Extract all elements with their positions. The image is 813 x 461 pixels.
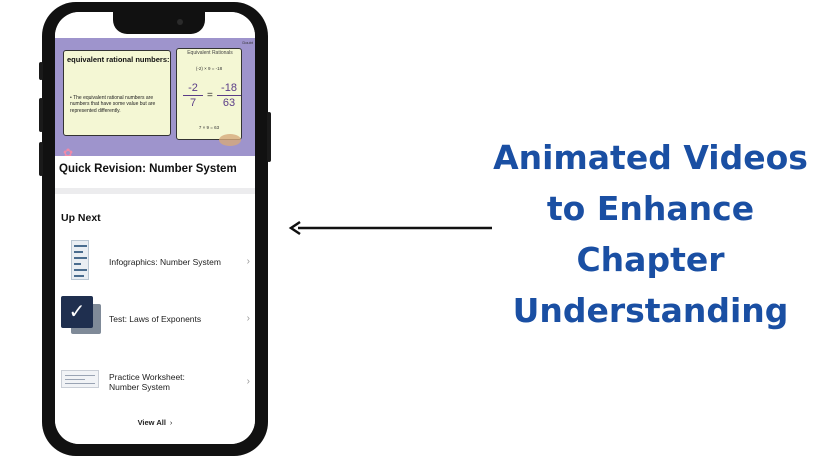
shell-decoration-icon bbox=[219, 134, 241, 146]
example-title: Equivalent Rationals bbox=[187, 50, 233, 56]
up-next-heading: Up Next bbox=[61, 212, 101, 224]
caption-line: Chapter bbox=[576, 240, 725, 279]
caption-line: Understanding bbox=[512, 291, 789, 330]
top-equation: (-2) × 9 = -18 bbox=[195, 66, 223, 71]
chevron-right-icon: › bbox=[246, 256, 250, 267]
definition-text: • The equivalent rational numbers are nu… bbox=[70, 95, 156, 114]
section-divider bbox=[55, 188, 255, 194]
list-item-label: Infographics: Number System bbox=[109, 257, 221, 267]
star-decoration-icon: ✿ bbox=[63, 146, 74, 160]
promo-caption: Animated Videos to Enhance Chapter Under… bbox=[478, 132, 813, 336]
volume-down-button bbox=[39, 142, 43, 176]
bottom-equation: 7 × 9 = 63 bbox=[198, 125, 220, 130]
up-next-section: Up Next Infographics: Number System › ✓ … bbox=[55, 194, 255, 444]
mute-switch bbox=[39, 62, 43, 80]
chevron-right-icon: › bbox=[246, 376, 250, 387]
phone-screen: Doubt equivalent rational numbers: • The… bbox=[55, 12, 255, 444]
video-corner-label: Doubt bbox=[242, 40, 253, 45]
caption-line: to Enhance bbox=[546, 189, 755, 228]
video-title: Quick Revision: Number System bbox=[59, 163, 237, 175]
list-item-label: Test: Laws of Exponents bbox=[109, 314, 202, 324]
list-item[interactable]: ✓ Test: Laws of Exponents › bbox=[55, 296, 255, 342]
checkmark-test-thumbnail-icon: ✓ bbox=[61, 296, 101, 336]
list-item-label: Practice Worksheet: Number System bbox=[109, 372, 185, 392]
phone-frame: Doubt equivalent rational numbers: • The… bbox=[39, 2, 271, 456]
notch bbox=[113, 12, 205, 34]
fraction-right: -18 63 bbox=[217, 82, 241, 109]
worksheet-thumbnail-icon bbox=[61, 364, 99, 404]
infographic-thumbnail-icon bbox=[61, 240, 99, 280]
definition-title: equivalent rational numbers: bbox=[67, 55, 170, 64]
equals-sign: = bbox=[207, 90, 213, 101]
left-arrow-icon bbox=[288, 220, 492, 236]
list-item[interactable]: Practice Worksheet: Number System › bbox=[55, 364, 255, 410]
video-player[interactable]: Doubt equivalent rational numbers: • The… bbox=[55, 38, 255, 160]
power-button bbox=[267, 112, 271, 162]
camera-icon bbox=[177, 19, 183, 25]
view-all-link[interactable]: View All› bbox=[137, 418, 173, 427]
example-card: Equivalent Rationals (-2) × 9 = -18 -2 7… bbox=[176, 48, 242, 140]
chevron-right-icon: › bbox=[246, 313, 250, 324]
list-item[interactable]: Infographics: Number System › bbox=[55, 240, 255, 286]
fraction-left: -2 7 bbox=[183, 82, 203, 109]
caption-line: Animated Videos bbox=[493, 138, 808, 177]
definition-card: equivalent rational numbers: • The equiv… bbox=[63, 50, 171, 136]
video-title-bar: Quick Revision: Number System bbox=[55, 156, 255, 188]
chevron-right-icon: › bbox=[169, 418, 173, 427]
volume-up-button bbox=[39, 98, 43, 132]
